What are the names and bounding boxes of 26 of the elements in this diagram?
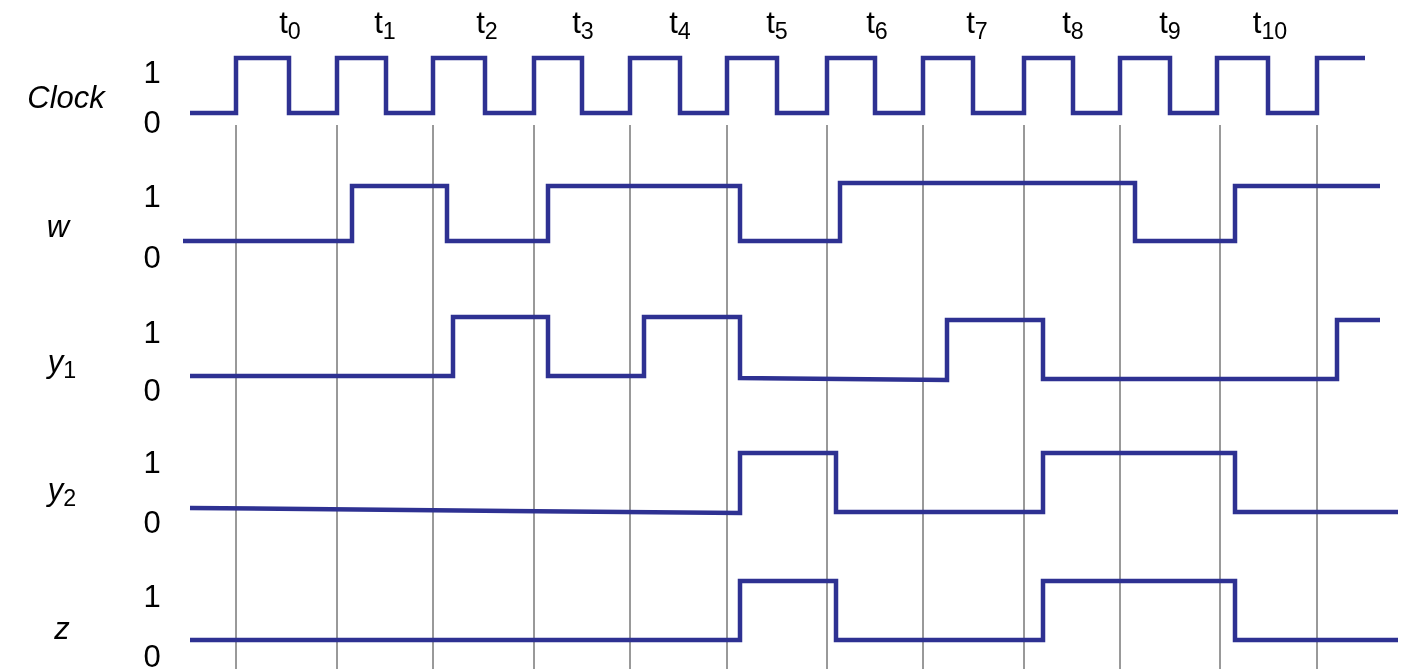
time-label: t$_{7}$ [966,6,988,44]
logic-level-label: 0 [143,374,161,406]
logic-level-label: 0 [143,640,161,669]
time-label: t$_{2}$ [476,6,498,44]
signal-name: Clock [27,81,105,113]
time-label: t$_{4}$ [669,6,691,44]
logic-level-label: 1 [143,446,161,478]
time-label: t$_{1}$ [374,6,396,44]
time-label: t$_{0}$ [279,6,301,44]
time-label: t$_{6}$ [866,6,888,44]
time-label: t$_{9}$ [1159,6,1181,44]
signal-name: y$_{1}$ [47,345,77,383]
logic-level-label: 1 [143,56,161,88]
logic-level-label: 1 [143,580,161,612]
signal-name: y$_{2}$ [47,473,77,511]
time-label: t$_{10}$ [1252,6,1288,44]
logic-level-label: 0 [143,106,161,138]
signal-name: w [46,210,70,242]
logic-level-label: 1 [143,316,161,348]
time-label: t$_{3}$ [572,6,594,44]
logic-level-label: 0 [143,241,161,273]
time-label: t$_{8}$ [1062,6,1084,44]
signal-name: z [54,612,70,644]
time-label: t$_{5}$ [766,6,788,44]
logic-level-label: 1 [143,180,161,212]
logic-level-label: 0 [143,506,161,538]
